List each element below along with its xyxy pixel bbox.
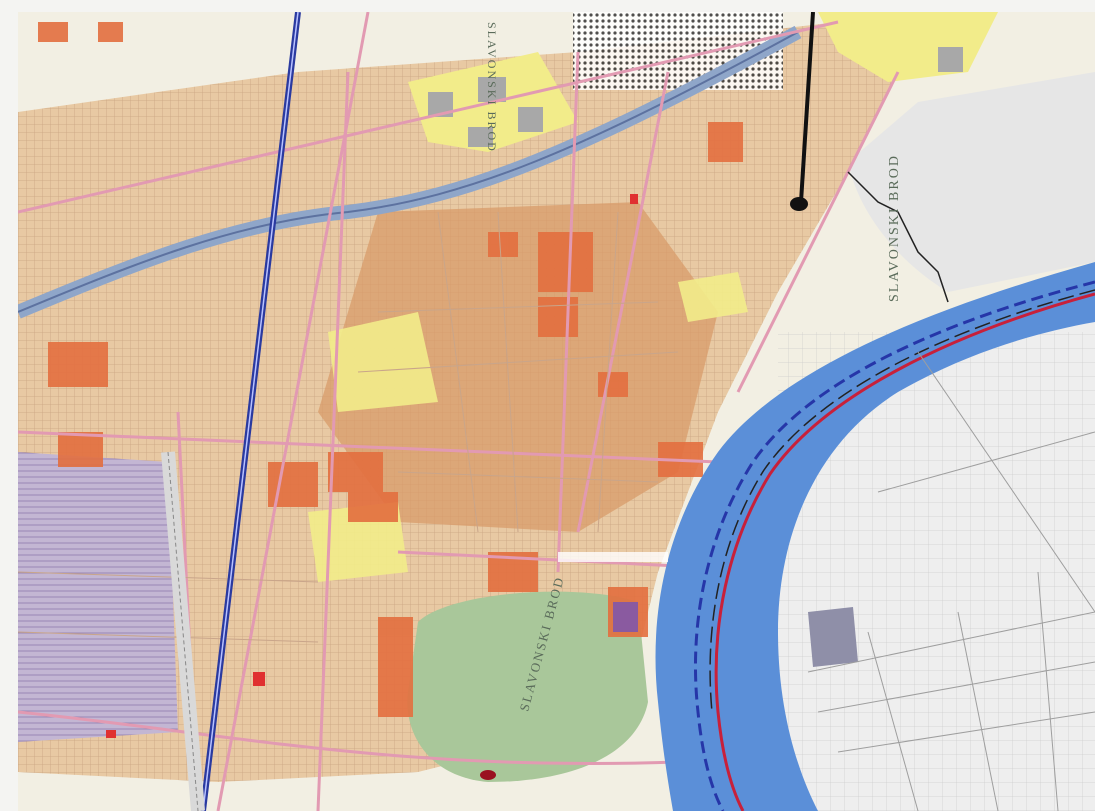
highway-center [202,12,299,811]
minor-streets [18,211,679,643]
river-channel-blue [693,280,1095,811]
yellow-zone-west [328,312,438,412]
river-border-dark [709,289,1095,713]
municipal-boundary [847,171,949,303]
marker-oval [480,770,496,780]
hatched-area [573,12,783,90]
zoning-map[interactable]: SLAVONSKI BROD [18,12,1095,811]
map-canvas: SLAVONSKI BROD [18,12,1095,811]
pointer-line [799,12,815,203]
bridge [558,552,668,562]
marker-square-3 [106,730,116,738]
public-buildings [38,22,743,717]
settlement-east [807,351,1095,811]
pointer-dot [790,197,808,211]
canal-edge [18,31,799,313]
city-park [407,591,648,782]
marker-square [253,672,265,686]
road-network [18,12,900,811]
label-east: SLAVONSKI BROD [887,154,902,302]
industrial-area [18,452,178,742]
river-sava [655,262,1095,811]
marker-square-2 [630,194,638,204]
pond [808,607,858,667]
river-border-red [714,292,1095,811]
label-top: SLAVONSKI BROD [485,22,499,153]
purple-plot [613,602,638,632]
railway [161,451,205,811]
yellow-zone-east [678,272,748,322]
